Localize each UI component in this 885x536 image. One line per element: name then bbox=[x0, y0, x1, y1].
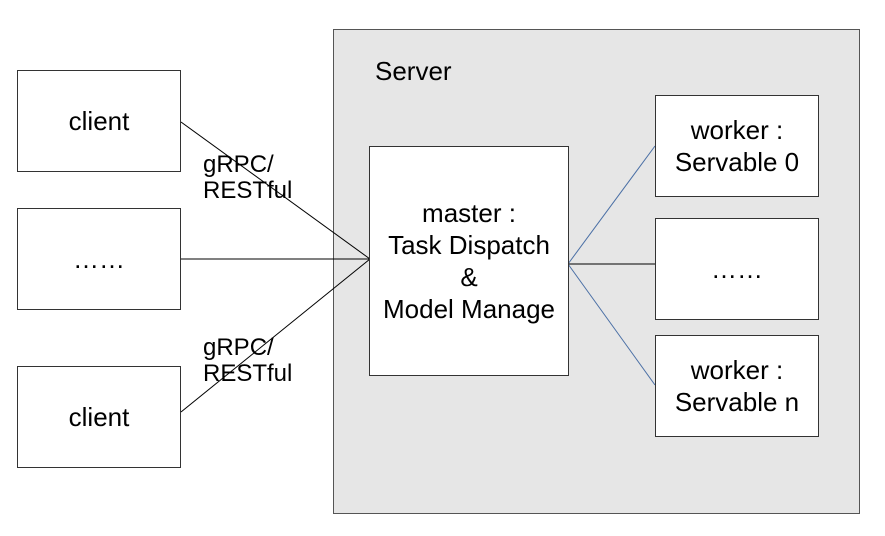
worker-line: Servable n bbox=[674, 387, 800, 417]
edge-label-top: gRPC/ RESTful bbox=[203, 152, 292, 204]
link-master-worker-0 bbox=[567, 145, 656, 265]
edge-label-line: RESTful bbox=[203, 177, 293, 204]
client-ellipsis-label: …… bbox=[73, 244, 125, 274]
worker-line: worker : bbox=[690, 355, 784, 385]
worker-ellipsis-label: …… bbox=[711, 254, 763, 284]
master-line: Task Dispatch bbox=[388, 230, 550, 260]
server-title: Server bbox=[375, 56, 452, 86]
worker-box-n: worker : Servable n bbox=[655, 335, 819, 437]
client-box-bottom: client bbox=[17, 366, 181, 468]
worker-line: Servable 0 bbox=[674, 147, 800, 177]
link-master-worker-n bbox=[567, 263, 656, 386]
client-label: client bbox=[68, 106, 130, 136]
worker-line: worker : bbox=[690, 115, 784, 145]
link-client-top-master bbox=[180, 121, 371, 260]
master-line: master : bbox=[422, 198, 516, 228]
edge-label-bottom: gRPC/ RESTful bbox=[203, 335, 292, 387]
worker-box-0: worker : Servable 0 bbox=[655, 95, 819, 197]
edge-label-line: gRPC/ bbox=[203, 151, 274, 178]
master-line: Model Manage bbox=[383, 294, 555, 324]
client-box-ellipsis: …… bbox=[17, 208, 181, 310]
edge-label-line: gRPC/ bbox=[203, 334, 274, 361]
link-client-bottom-master bbox=[180, 258, 371, 413]
client-box-top: client bbox=[17, 70, 181, 172]
edge-label-line: RESTful bbox=[203, 360, 293, 387]
client-label: client bbox=[68, 402, 130, 432]
master-box: master : Task Dispatch & Model Manage bbox=[369, 146, 569, 376]
master-line: & bbox=[460, 262, 478, 292]
worker-box-ellipsis: …… bbox=[655, 218, 819, 320]
